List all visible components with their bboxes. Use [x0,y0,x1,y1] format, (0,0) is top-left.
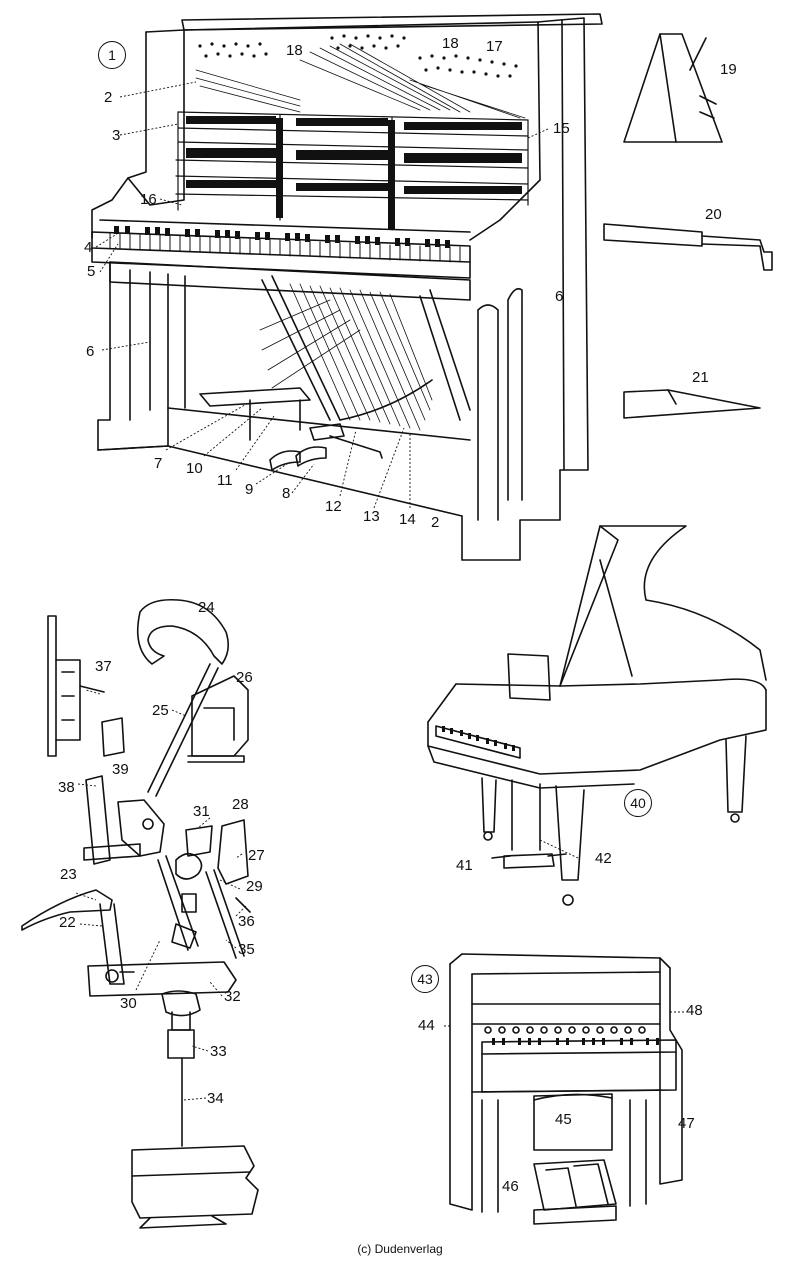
label-harmonium: 44 [418,1017,435,1034]
label-harmonium: 45 [555,1111,572,1128]
label-upright: 17 [486,38,503,55]
grand-black-keys [442,726,515,751]
tuning-pins [198,34,518,78]
label-upright: 3 [112,127,121,144]
tuning-hammer-drawing [604,224,772,270]
leader-lines [76,82,684,1100]
upright-piano-drawing [92,14,602,560]
label-tools: 20 [705,206,722,223]
label-harmonium: 48 [686,1002,703,1019]
label-upright: 18 [442,35,459,52]
stop-knobs [485,1027,645,1033]
hammer-shading [186,116,522,230]
label-upright: 7 [154,455,163,472]
metronome-drawing [624,34,722,142]
label-tools: 19 [720,61,737,78]
label-action: 39 [112,761,129,778]
keyboard-keys [110,233,460,262]
label-action: 22 [59,914,76,931]
figure-number-upright: 1 [98,41,126,69]
harmonium-black-keys [492,1038,659,1045]
label-action: 23 [60,866,77,883]
harmonium-drawing [450,954,682,1224]
label-harmonium: 46 [502,1178,519,1195]
bass-strings [260,284,432,430]
label-action: 27 [248,847,265,864]
label-grand: 42 [595,850,612,867]
label-upright: 11 [217,472,233,489]
figure-number-harmonium: 43 [411,965,439,993]
piano-action-drawing [22,600,258,1228]
label-grand: 41 [456,857,473,874]
label-upright: 15 [553,120,570,137]
label-upright: 9 [245,481,254,498]
label-action: 34 [207,1090,224,1107]
label-action: 37 [95,658,112,675]
label-action: 36 [238,913,255,930]
label-upright: 8 [282,485,291,502]
label-action: 31 [193,803,210,820]
label-action: 24 [198,599,215,616]
black-keys [114,226,450,248]
label-upright: 2 [104,89,113,106]
label-action: 33 [210,1043,227,1060]
label-action: 25 [152,702,169,719]
label-tools: 21 [692,369,709,386]
upper-strings [196,44,525,118]
label-action: 26 [236,669,253,686]
tuning-wedge-drawing [624,390,760,418]
label-action: 28 [232,796,249,813]
label-action: 38 [58,779,75,796]
label-action: 35 [238,941,255,958]
label-upright: 6 [86,343,95,360]
label-action: 29 [246,878,263,895]
label-harmonium: 47 [678,1115,695,1132]
label-upright: 18 [286,42,303,59]
label-upright: 14 [399,511,416,528]
label-action: 30 [120,995,137,1012]
grand-piano-drawing [428,526,766,905]
label-upright: 2 [431,514,440,531]
label-upright: 16 [140,191,157,208]
figure-number-grand: 40 [624,789,652,817]
label-upright: 13 [363,508,380,525]
label-action: 32 [224,988,241,1005]
copyright-notice: (c) Dudenverlag [357,1242,443,1256]
label-upright: 12 [325,498,342,515]
label-upright: 10 [186,460,203,477]
label-upright: 6 [555,288,564,305]
label-upright: 5 [87,263,96,280]
label-upright: 4 [84,239,93,256]
